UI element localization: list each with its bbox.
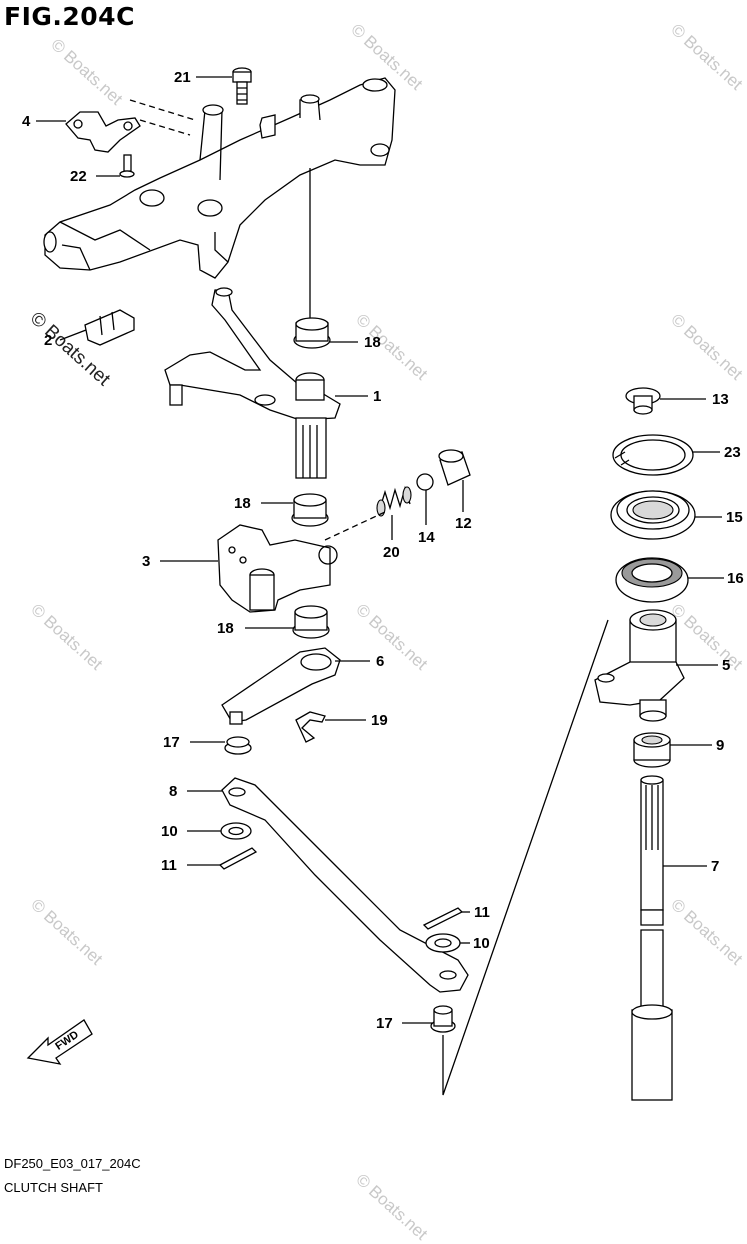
plate-4 bbox=[65, 111, 141, 153]
callout-7: 7 bbox=[711, 858, 720, 875]
callout-18: 18 bbox=[217, 620, 234, 637]
callout-6: 6 bbox=[376, 653, 385, 670]
link-rod-8 bbox=[221, 777, 469, 993]
callout-3: 3 bbox=[142, 553, 151, 570]
clip-2 bbox=[84, 309, 135, 346]
cotter-pin-11-right bbox=[422, 907, 464, 930]
callout-16: 16 bbox=[727, 570, 744, 587]
callout-17: 17 bbox=[163, 734, 180, 751]
callout-20: 20 bbox=[383, 544, 400, 561]
callout-11: 11 bbox=[474, 904, 490, 921]
callout-10: 10 bbox=[473, 935, 490, 952]
diagram-canvas: © Boats.net © Boats.net © Boats.net © Bo… bbox=[4, 2, 746, 1244]
washer-10-right bbox=[425, 933, 461, 953]
callout-18: 18 bbox=[234, 495, 251, 512]
callout-9: 9 bbox=[716, 737, 725, 754]
figure-title: FIG.204C bbox=[4, 2, 135, 31]
callout-18: 18 bbox=[364, 334, 381, 351]
collar-18-top bbox=[293, 317, 331, 349]
spring-20 bbox=[376, 485, 412, 517]
arm-6 bbox=[221, 647, 341, 725]
callout-15: 15 bbox=[726, 509, 743, 526]
washer-17-lower bbox=[430, 1005, 456, 1033]
callout-1: 1 bbox=[373, 388, 382, 405]
callout-2: 2 bbox=[44, 332, 53, 349]
shift-bracket bbox=[43, 77, 396, 279]
bearing-15 bbox=[610, 490, 696, 540]
callout-23: 23 bbox=[724, 444, 741, 461]
callout-11: 11 bbox=[161, 857, 177, 874]
parts-drawing: FWD bbox=[26, 67, 724, 1101]
callout-19: 19 bbox=[371, 712, 388, 729]
bush-9 bbox=[633, 732, 671, 768]
callout-8: 8 bbox=[169, 783, 178, 800]
shift-lever-1 bbox=[164, 287, 341, 479]
callout-12: 12 bbox=[455, 515, 472, 532]
housing-5 bbox=[594, 609, 685, 722]
e-clip-19 bbox=[295, 711, 326, 743]
plug-13 bbox=[625, 387, 661, 415]
cotter-pin-11-left bbox=[218, 847, 258, 870]
model-code: DF250_E03_017_204C bbox=[4, 1156, 141, 1171]
seal-16 bbox=[615, 557, 689, 603]
callout-10: 10 bbox=[161, 823, 178, 840]
callout-22: 22 bbox=[70, 168, 87, 185]
callout-17: 17 bbox=[376, 1015, 393, 1032]
callout-13: 13 bbox=[712, 391, 729, 408]
washer-17-upper bbox=[224, 736, 252, 755]
bolt-21 bbox=[232, 67, 252, 105]
ball-14 bbox=[416, 473, 434, 491]
callout-14: 14 bbox=[418, 529, 435, 546]
washer-10-left bbox=[220, 822, 252, 840]
leader-lines bbox=[36, 76, 724, 1024]
screw-22 bbox=[119, 154, 135, 178]
callout-21: 21 bbox=[174, 69, 191, 86]
collar-18-middle bbox=[291, 493, 329, 527]
collar-18-lower bbox=[292, 605, 330, 639]
callout-5: 5 bbox=[722, 657, 731, 674]
shift-block-3 bbox=[217, 511, 386, 613]
circlip-23 bbox=[612, 434, 694, 476]
sleeve-12 bbox=[438, 449, 471, 486]
callout-4: 4 bbox=[22, 113, 31, 130]
fwd-arrow: FWD bbox=[26, 1019, 93, 1065]
figure-caption: CLUTCH SHAFT bbox=[4, 1180, 103, 1195]
clutch-shaft-7 bbox=[631, 775, 673, 1101]
